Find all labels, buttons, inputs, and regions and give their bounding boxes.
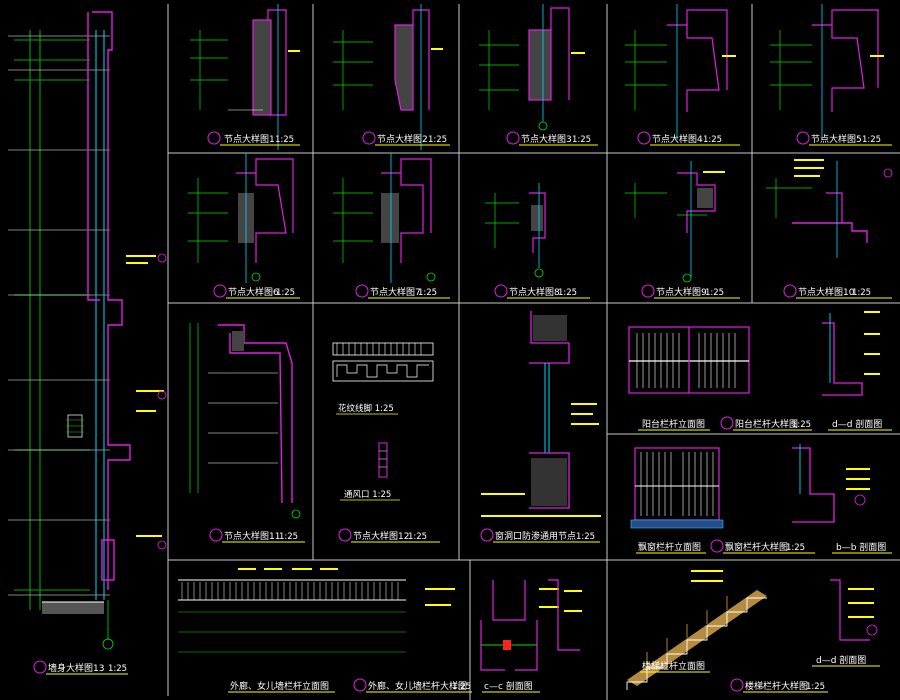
title-H-text: 节点大样图8 [509, 286, 560, 298]
title-P-scale: 1:25 [792, 420, 811, 430]
wall-section-13 [8, 11, 167, 650]
title-W: c—c 剖面图 [482, 680, 540, 693]
title-C: 节点大样图3 1:25 [506, 131, 598, 146]
title-Z: d—d 剖面图 [812, 654, 880, 667]
panel-titles: 节点大样图1 1:25 节点大样图2 1:25 节点大样图3 1:25 节点大样… [33, 131, 892, 693]
title-C-scale: 1:25 [572, 135, 591, 145]
bottom-row-details [178, 568, 878, 690]
row-3-details [189, 311, 880, 519]
title-A: 节点大样图1 1:25 [207, 131, 300, 146]
title-D-text: 节点大样图4 [652, 133, 703, 145]
title-T: b—b 剖面图 [832, 541, 892, 554]
title-E-scale: 1:25 [862, 135, 881, 145]
panel-frame [167, 4, 900, 700]
title-X-text: 楼梯栏杆立面图 [642, 660, 705, 672]
title-J-text: 节点大样图9 [656, 286, 707, 298]
title-B-scale: 1:25 [428, 135, 447, 145]
title-K: 节点大样图10 1:25 [783, 284, 892, 299]
title-P-text: 阳台栏杆大样图 [735, 418, 798, 430]
title-T-text: b—b 剖面图 [836, 541, 886, 553]
title-A-text: 节点大样图1 [224, 133, 275, 145]
title-J: 节点大样图9 1:25 [641, 284, 740, 299]
title-Q: d—d 剖面图 [828, 418, 892, 431]
title-K-scale: 1:25 [852, 288, 871, 298]
title-F-text: 节点大样图6 [228, 286, 279, 298]
m12-subtitles: 花纹线脚 1:25 通风口 1:25 [336, 403, 400, 501]
title-AA-text: 墙身大样图13 [48, 662, 104, 674]
title-U: 外廊、女儿墙栏杆立面图 [228, 680, 335, 693]
title-G: 节点大样图7 1:25 [355, 284, 450, 299]
title-B-text: 节点大样图2 [377, 133, 428, 145]
title-V-scale: 1:25 [452, 682, 471, 692]
node-details-row-2 [188, 153, 893, 283]
title-G-text: 节点大样图7 [370, 286, 421, 298]
title-C-text: 节点大样图3 [521, 133, 572, 145]
title-J-scale: 1:25 [705, 288, 724, 298]
title-Y-scale: 1:25 [806, 682, 825, 692]
title-K-text: 节点大样图10 [798, 286, 855, 298]
title-X: 楼梯栏杆立面图 [640, 660, 710, 673]
title-W-text: c—c 剖面图 [484, 680, 533, 692]
node-details-row-1 [190, 4, 884, 150]
title-F: 节点大样图6 1:25 [213, 284, 300, 299]
title-AA-scale: 1:25 [108, 664, 127, 674]
title-M: 节点大样图12 1:25 [338, 528, 440, 543]
title-U-text: 外廊、女儿墙栏杆立面图 [230, 680, 329, 692]
bay-window-details [630, 444, 870, 529]
ground-hatch [42, 602, 104, 614]
title-D: 节点大样图4 1:25 [637, 131, 740, 146]
title-E: 节点大样图5 1:25 [796, 131, 892, 146]
title-S-text: 飘窗栏杆大样图 [725, 541, 788, 553]
title-P: 阳台栏杆大样图 1:25 [720, 416, 812, 431]
title-AA: 墙身大样图13 1:25 [33, 660, 128, 675]
title-H-scale: 1:25 [558, 288, 577, 298]
title-Q-text: d—d 剖面图 [832, 418, 882, 430]
title-M-scale: 1:25 [408, 532, 427, 542]
title-A-scale: 1:25 [275, 135, 294, 145]
title-L: 节点大样图11 1:25 [209, 528, 305, 543]
title-R-text: 飘窗栏杆立面图 [638, 541, 701, 553]
title-L-scale: 1:25 [279, 532, 298, 542]
title-S: 飘窗栏杆大样图 1:25 [710, 539, 815, 554]
title-S-scale: 1:25 [786, 543, 805, 553]
title-Y: 楼梯栏杆大样图 1:25 [730, 678, 828, 693]
title-L-text: 节点大样图11 [224, 530, 280, 542]
title-Z-text: d—d 剖面图 [816, 654, 866, 666]
title-B: 节点大样图2 1:25 [362, 131, 450, 146]
title-R: 飘窗栏杆立面图 [636, 541, 706, 554]
m12-small-label: 通风口 1:25 [344, 489, 391, 500]
title-V: 外廊、女儿墙栏杆大样图 1:25 [353, 678, 472, 693]
title-E-text: 节点大样图5 [811, 133, 862, 145]
title-D-scale: 1:25 [703, 135, 722, 145]
title-M-text: 节点大样图12 [353, 530, 409, 542]
title-F-scale: 1:25 [276, 288, 295, 298]
title-Y-text: 楼梯栏杆大样图 [745, 680, 808, 692]
title-G-scale: 1:25 [418, 288, 437, 298]
title-N: 窗洞口防渗通用节点 1:25 [480, 528, 600, 543]
title-H: 节点大样图8 1:25 [494, 284, 590, 299]
title-N-text: 窗洞口防渗通用节点 [495, 530, 576, 542]
title-O-text: 阳台栏杆立面图 [642, 418, 705, 430]
m12-detail-label: 花纹线脚 1:25 [338, 403, 394, 414]
title-O: 阳台栏杆立面图 [638, 418, 710, 431]
title-N-scale: 1:25 [576, 532, 595, 542]
title-V-text: 外廊、女儿墙栏杆大样图 [368, 680, 467, 692]
